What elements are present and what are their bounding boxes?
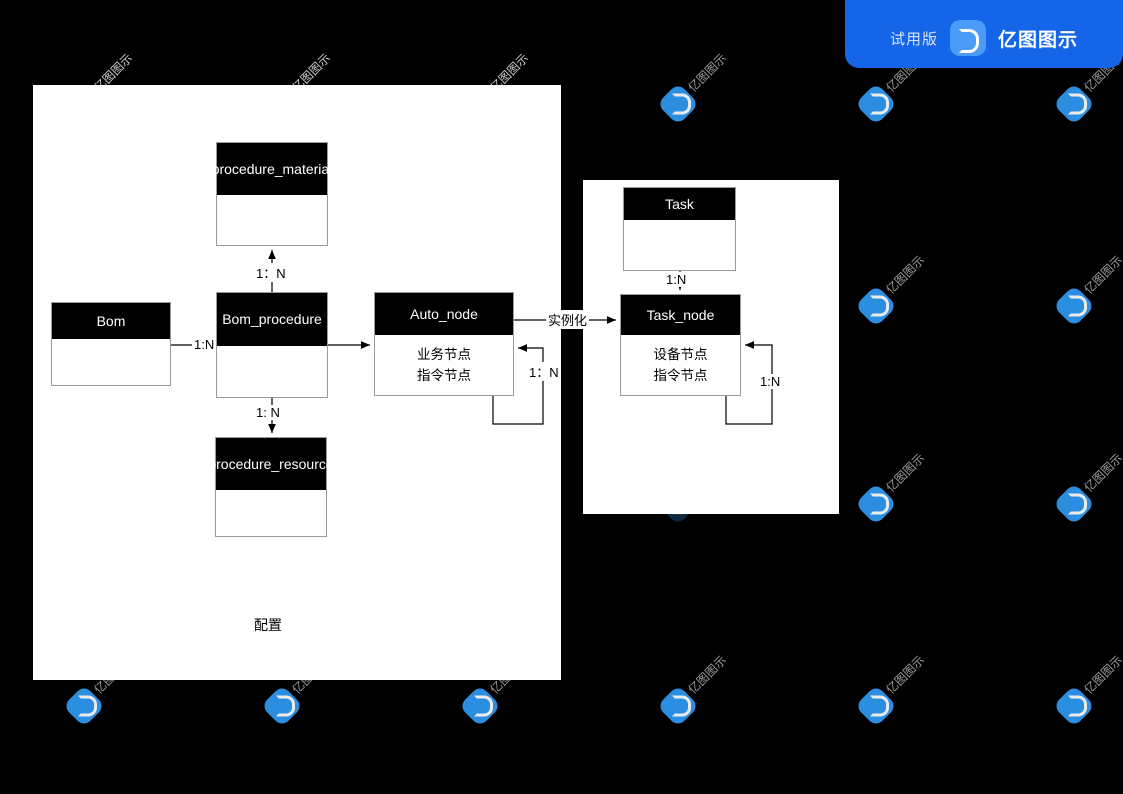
watermark-text: 亿图图示	[883, 252, 928, 297]
edraw-logo-icon	[950, 20, 986, 56]
entity-title: procedure_resource	[208, 438, 334, 490]
entity-title: Bom	[52, 303, 170, 339]
edraw-logo-icon	[1052, 284, 1096, 328]
entity-title: Task_node	[621, 295, 740, 335]
entity-procedure-resource[interactable]: procedure_resource	[208, 437, 334, 537]
entity-body	[52, 339, 170, 385]
edraw-logo-icon	[854, 284, 898, 328]
watermark: 亿图图示	[458, 653, 561, 728]
watermark: 亿图图示	[854, 51, 957, 126]
entity-body	[624, 220, 735, 270]
watermark: 亿图图示	[260, 653, 363, 728]
edraw-logo-icon	[854, 82, 898, 126]
entity-title: Auto_node	[375, 293, 513, 335]
watermark-text: 亿图图示	[685, 652, 730, 697]
entity-task-node[interactable]: Task_node 设备节点 指令节点	[620, 294, 741, 396]
edraw-logo-icon	[656, 684, 700, 728]
watermark: 亿图图示	[1052, 51, 1123, 126]
trial-label: 试用版	[889, 30, 938, 48]
watermark: 亿图图示	[854, 451, 957, 526]
watermark: 亿图图示	[62, 653, 165, 728]
entity-task[interactable]: Task	[623, 187, 736, 271]
entity-body-line: 设备节点	[653, 347, 708, 362]
watermark: 亿图图示	[1052, 253, 1123, 328]
watermark: 亿图图示	[1052, 653, 1123, 728]
entity-body	[217, 195, 327, 245]
edge-label-bom-to-bom-procedure: 1:N	[192, 337, 217, 352]
caption-config: 配置	[254, 617, 282, 633]
edge-label-instantiate: 实例化	[546, 310, 590, 329]
entity-body-line: 业务节点	[417, 347, 471, 362]
entity-body-line: 指令节点	[653, 368, 708, 383]
edraw-logo-icon	[656, 82, 700, 126]
edraw-logo-icon	[1052, 482, 1096, 526]
entity-auto-node[interactable]: Auto_node 业务节点 指令节点	[374, 292, 514, 396]
edraw-logo-icon	[854, 482, 898, 526]
watermark: 亿图图示	[854, 653, 957, 728]
edge-label-bom-procedure-to-procedure-resource: 1: N	[254, 405, 282, 420]
watermark-text: 亿图图示	[1081, 450, 1123, 495]
watermark: 亿图图示	[854, 253, 957, 328]
watermark-text: 亿图图示	[1081, 652, 1123, 697]
edraw-logo-icon	[62, 684, 106, 728]
edraw-logo-icon	[1052, 684, 1096, 728]
entity-body	[216, 490, 326, 536]
trial-version-ribbon: 试用版 亿图图示	[845, 0, 1123, 68]
entity-bom[interactable]: Bom	[51, 302, 171, 386]
entity-title: Task	[624, 188, 735, 220]
watermark: 亿图图示	[1052, 451, 1123, 526]
entity-title: Bom_procedure	[217, 293, 327, 346]
entity-procedure-material[interactable]: procedure_material	[212, 142, 332, 246]
watermark-text: 亿图图示	[1081, 252, 1123, 297]
edge-label-bom-procedure-to-procedure-material: 1：N	[254, 263, 288, 282]
entity-bom-procedure[interactable]: Bom_procedure	[216, 292, 328, 398]
edge-label-task-to-task-node: 1:N	[664, 272, 689, 287]
edraw-logo-icon	[260, 684, 304, 728]
watermark: 亿图图示	[656, 51, 759, 126]
entity-body: 设备节点 指令节点	[621, 335, 740, 395]
product-name: 亿图图示	[998, 29, 1079, 51]
entity-body-line: 指令节点	[417, 368, 471, 383]
edraw-logo-icon	[458, 684, 502, 728]
edge-label-auto-node-self: 1：N	[527, 362, 561, 381]
entity-title: procedure_material	[212, 143, 332, 195]
watermark-text: 亿图图示	[685, 50, 730, 95]
edraw-logo-icon	[854, 684, 898, 728]
watermark-text: 亿图图示	[883, 652, 928, 697]
entity-body	[217, 346, 327, 397]
edge-label-task-node-self: 1:N	[758, 374, 783, 389]
watermark-text: 亿图图示	[883, 450, 928, 495]
watermark: 亿图图示	[656, 653, 759, 728]
edraw-logo-icon	[1052, 82, 1096, 126]
entity-body: 业务节点 指令节点	[375, 335, 513, 395]
